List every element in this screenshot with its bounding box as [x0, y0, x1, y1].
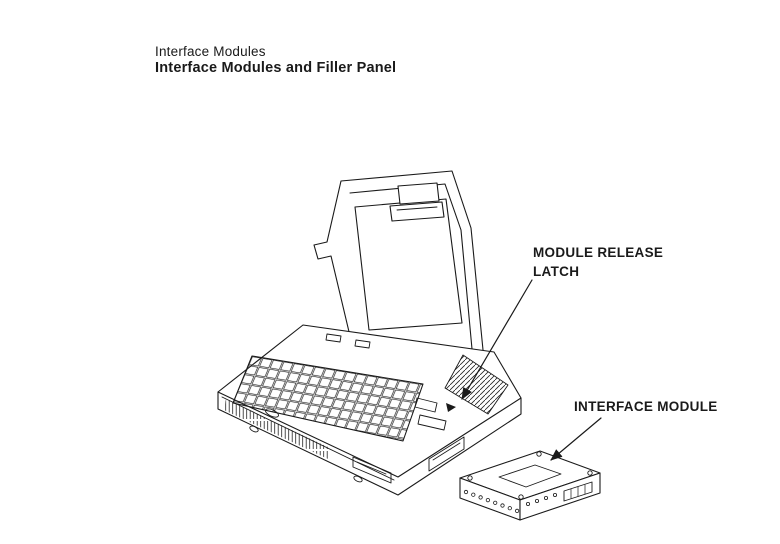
laptop-base	[217, 324, 522, 496]
latch-button	[265, 408, 279, 418]
interface-module-drawing	[459, 450, 601, 521]
module-screw-3	[587, 470, 593, 476]
module-screw-2	[536, 451, 542, 457]
laptop-lid	[313, 170, 485, 361]
hinge-detail-left	[325, 333, 342, 343]
module-connector-tab	[563, 481, 593, 502]
floppy-slot-line	[356, 461, 387, 475]
module-connector-pins	[463, 489, 558, 513]
hinge-detail-right	[354, 339, 371, 349]
module-connector-tab-lines	[570, 484, 586, 499]
module-top-label	[498, 464, 562, 488]
callout-interface-module: INTERFACE MODULE	[574, 399, 718, 414]
speaker-grille	[444, 354, 509, 415]
lid-latch-groove	[396, 206, 438, 211]
keyboard	[232, 355, 424, 442]
module-screw-4	[518, 494, 524, 500]
module-right-face	[519, 472, 601, 521]
module-screw-1	[467, 475, 473, 481]
lid-bezel-line	[349, 183, 473, 350]
bay-door-line	[432, 442, 461, 461]
front-vent-grille	[224, 399, 330, 459]
foot-left	[249, 425, 259, 433]
base-bottom-outline	[217, 391, 522, 496]
callout-latch-line1: MODULE RELEASE	[533, 245, 664, 260]
section-kicker: Interface Modules	[155, 44, 266, 59]
page-title: Interface Modules and Filler Panel	[155, 60, 397, 76]
bay-door	[428, 436, 465, 472]
latch-callout-line	[461, 279, 533, 400]
lid-latch-tab	[397, 182, 440, 205]
lid-latch	[389, 201, 445, 222]
module-release-latch-slot	[414, 397, 438, 413]
latch-arrow-mark	[446, 403, 456, 412]
module-bay-slot	[417, 414, 447, 431]
callout-latch-line2: LATCH	[533, 264, 580, 279]
foot-right	[353, 475, 363, 483]
floppy-slot	[352, 456, 392, 484]
callout-module-release-latch: MODULE RELEASE LATCH	[533, 243, 663, 281]
module-callout-line	[550, 417, 602, 461]
